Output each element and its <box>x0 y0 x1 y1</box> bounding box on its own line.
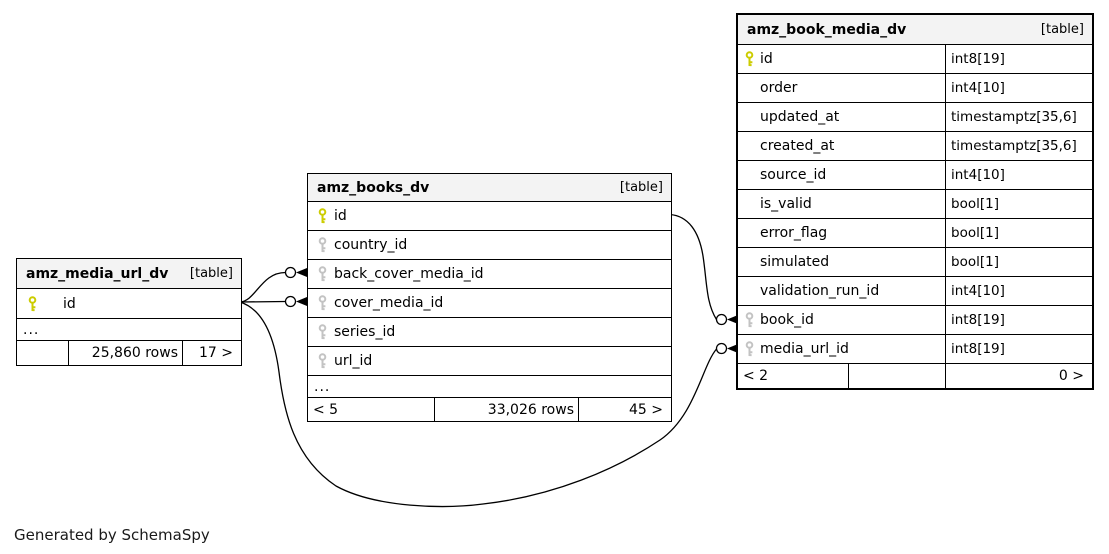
column-name: order <box>760 80 798 96</box>
generated-by-credit: Generated by SchemaSpy <box>14 526 210 544</box>
column-type: bool[1] <box>945 190 1092 218</box>
edge-media_url-to-cover_media_id <box>239 295 307 308</box>
table-header: amz_media_url_dv [table] <box>17 259 241 288</box>
table-name[interactable]: amz_books_dv <box>317 179 430 196</box>
footer-prev-count <box>17 341 68 365</box>
foreign-key-icon <box>744 341 755 357</box>
primary-key-icon <box>27 295 38 312</box>
column-name: is_valid <box>760 196 812 212</box>
hidden-columns-row: ... <box>308 375 671 397</box>
primary-key-icon <box>317 208 328 224</box>
column-type: bool[1] <box>945 248 1092 276</box>
column-row: is_valid bool[1] <box>738 189 1092 218</box>
column-row: series_id <box>308 317 671 346</box>
column-type: int4[10] <box>945 161 1092 189</box>
column-name: id <box>63 295 76 312</box>
column-row: book_id int8[19] <box>738 305 1092 334</box>
foreign-key-icon <box>744 312 755 328</box>
column-row: validation_run_id int4[10] <box>738 276 1092 305</box>
table-node-amz-book-media-dv[interactable]: amz_book_media_dv [table] id int8[19] or… <box>736 13 1094 390</box>
arrowhead-icon <box>296 297 307 306</box>
column-name: validation_run_id <box>760 283 880 299</box>
column-row: created_at timestamptz[35,6] <box>738 131 1092 160</box>
column-row: id int8[19] <box>738 44 1092 73</box>
foreign-key-icon <box>317 295 328 311</box>
column-row: media_url_id int8[19] <box>738 334 1092 363</box>
zero-or-one-circle <box>284 266 297 279</box>
table-name[interactable]: amz_book_media_dv <box>747 21 907 38</box>
table-name[interactable]: amz_media_url_dv <box>26 265 169 282</box>
column-name: simulated <box>760 254 830 270</box>
edge-media_url-to-back_cover_media_id <box>239 266 307 303</box>
column-name: cover_media_id <box>334 295 444 311</box>
column-type: timestamptz[35,6] <box>945 103 1092 131</box>
table-type-badge: [table] <box>189 266 233 281</box>
footer-next-count: 45 > <box>578 398 671 421</box>
table-type-badge: [table] <box>1040 22 1084 37</box>
zero-or-one-circle <box>284 295 297 308</box>
column-name: country_id <box>334 237 408 253</box>
column-name: created_at <box>760 138 835 154</box>
footer-row-count: 33,026 rows <box>434 398 578 421</box>
column-row: simulated bool[1] <box>738 247 1092 276</box>
column-name: error_flag <box>760 225 828 241</box>
footer-row-count: 25,860 rows <box>68 341 182 365</box>
column-type: int8[19] <box>945 45 1092 73</box>
column-type: bool[1] <box>945 219 1092 247</box>
column-row: url_id <box>308 346 671 375</box>
column-row: id <box>17 288 241 318</box>
footer-next-count: 0 > <box>945 364 1092 388</box>
column-row: order int4[10] <box>738 73 1092 102</box>
column-row: source_id int4[10] <box>738 160 1092 189</box>
footer-row-count <box>848 364 945 388</box>
column-type: int8[19] <box>945 335 1092 363</box>
foreign-key-icon <box>317 324 328 340</box>
column-name: source_id <box>760 167 827 183</box>
table-header: amz_book_media_dv [table] <box>738 15 1092 44</box>
primary-key-icon <box>744 51 755 67</box>
table-node-amz-books-dv[interactable]: amz_books_dv [table] id country_id back_… <box>307 173 672 422</box>
footer-prev-count: < 2 <box>743 368 769 384</box>
column-name: id <box>334 208 347 224</box>
column-row: updated_at timestamptz[35,6] <box>738 102 1092 131</box>
column-row: country_id <box>308 230 671 259</box>
table-footer: < 5 33,026 rows 45 > <box>308 397 671 421</box>
table-footer: < 2 0 > <box>738 363 1092 388</box>
table-footer: 25,860 rows 17 > <box>17 340 241 365</box>
column-name: updated_at <box>760 109 840 125</box>
column-row: back_cover_media_id <box>308 259 671 288</box>
table-node-amz-media-url-dv[interactable]: amz_media_url_dv [table] id ... 25,860 r… <box>16 258 242 366</box>
foreign-key-icon <box>317 266 328 282</box>
column-name: media_url_id <box>760 341 849 357</box>
foreign-key-icon <box>317 237 328 253</box>
column-name: series_id <box>334 324 396 340</box>
column-name: book_id <box>760 312 814 328</box>
table-type-badge: [table] <box>619 180 663 195</box>
hidden-columns-row: ... <box>17 318 241 340</box>
ellipsis-label: ... <box>314 378 331 395</box>
column-type: int4[10] <box>945 277 1092 305</box>
column-name: id <box>760 51 773 67</box>
ellipsis-label: ... <box>23 321 40 338</box>
foreign-key-icon <box>317 353 328 369</box>
zero-or-one-circle <box>715 342 728 355</box>
footer-prev-count: < 5 <box>313 401 339 418</box>
table-header: amz_books_dv [table] <box>308 174 671 201</box>
column-name: url_id <box>334 353 373 369</box>
arrowhead-icon <box>296 268 307 277</box>
column-row: error_flag bool[1] <box>738 218 1092 247</box>
column-name: back_cover_media_id <box>334 266 484 282</box>
column-type: timestamptz[35,6] <box>945 132 1092 160</box>
edge-books-to-book_id <box>669 213 738 326</box>
column-type: int4[10] <box>945 74 1092 102</box>
zero-or-one-circle <box>715 313 728 326</box>
footer-next-count: 17 > <box>182 341 241 365</box>
column-row: id <box>308 201 671 230</box>
column-type: int8[19] <box>945 306 1092 334</box>
column-row: cover_media_id <box>308 288 671 317</box>
